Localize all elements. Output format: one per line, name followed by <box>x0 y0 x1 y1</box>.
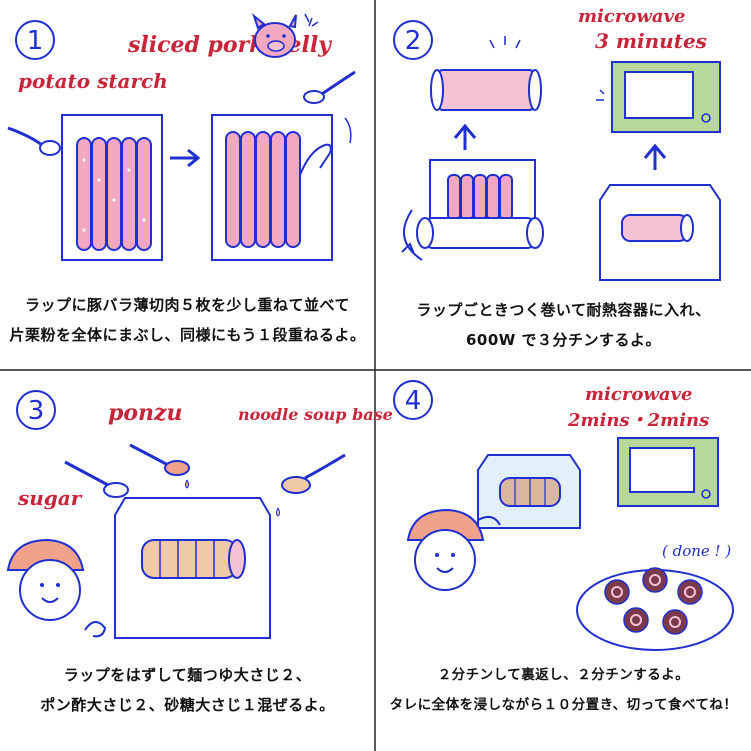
wrapped-roll <box>430 36 542 111</box>
caption-line: ポン酢大さじ２、砂糖大さじ１混ぜるよ。 <box>40 696 335 714</box>
panel-3: 3 ponzu noodle soup base sugar <box>6 390 393 639</box>
container-with-roll <box>599 184 721 281</box>
caption-step-2: ラップごときつく巻いて耐熱容器に入れ、 600W で３分チンするよ。 <box>376 295 751 355</box>
spoon-icon <box>276 453 346 517</box>
chef-character <box>406 508 501 591</box>
caption-step-1: ラップに豚バラ薄切肉５枚を少し重ねて並べて 片栗粉を全体にまぶし、同様にもう１段… <box>0 290 375 350</box>
spoon-icon <box>7 126 61 156</box>
label-done: ( done ! ) <box>662 542 731 560</box>
label-noodle-soup-base: noodle soup base <box>238 405 393 424</box>
container-with-roll <box>114 497 271 639</box>
arrow-up-icon <box>643 143 667 170</box>
step-number: 4 <box>405 386 422 416</box>
container-with-roll <box>477 454 581 529</box>
panel-1: 1 potato starch sliced pork belly <box>7 13 356 261</box>
step-number: 2 <box>405 26 422 56</box>
step-number-circle <box>393 380 433 420</box>
microwave-icon <box>596 61 721 133</box>
caption-step-3: ラップをはずして麺つゆ大さじ２、 ポン酢大さじ２、砂糖大さじ１混ぜるよ。 <box>0 660 375 720</box>
caption-line: 600W で３分チンするよ。 <box>465 331 662 349</box>
step-number-circle <box>393 20 433 60</box>
spoon-icon <box>129 443 190 489</box>
plate-with-rolls <box>576 567 734 651</box>
caption-line: ラップをはずして麺つゆ大さじ２、 <box>63 666 312 684</box>
caption-line: タレに全体を浸しながら１０分置き、切って食べてね！ <box>389 697 738 713</box>
rolling-wrap <box>401 159 544 261</box>
label-sugar: sugar <box>17 486 83 510</box>
caption-line: ラップに豚バラ薄切肉５枚を少し重ねて並べて <box>25 296 350 314</box>
spoon-icon <box>64 460 129 498</box>
spoon-icon <box>303 70 356 144</box>
step-number-circle <box>15 20 55 60</box>
label-microwave: microwave <box>578 6 685 27</box>
wrap-sheet-stacked <box>211 114 333 261</box>
label-time: 2mins・2mins <box>567 410 709 431</box>
wrap-sheet-with-pork <box>61 114 163 261</box>
arrow-up-icon <box>453 123 477 150</box>
label-time: 3 minutes <box>595 29 707 53</box>
label-ponzu: ponzu <box>108 400 183 426</box>
step-number: 3 <box>28 396 45 426</box>
pig-icon <box>251 13 319 58</box>
step-number-circle <box>16 390 56 430</box>
caption-line: ２分チンして裏返し、２分チンするよ。 <box>437 667 690 683</box>
caption-step-4: ２分チンして裏返し、２分チンするよ。 タレに全体を浸しながら１０分置き、切って食… <box>376 660 751 720</box>
label-sliced-pork-belly: sliced pork belly <box>127 32 333 58</box>
panel-4: 4 microwave 2mins・2mins ( done ! ) <box>393 380 734 651</box>
step-number: 1 <box>27 26 44 56</box>
label-microwave: microwave <box>585 384 692 405</box>
caption-line: ラップごときつく巻いて耐熱容器に入れ、 <box>416 301 711 319</box>
arrow-right-icon <box>170 148 201 168</box>
microwave-icon <box>617 437 719 507</box>
chef-character <box>6 538 107 638</box>
label-potato-starch: potato starch <box>18 69 168 93</box>
panel-2: 2 microwave 3 minutes <box>393 6 721 281</box>
caption-line: 片栗粉を全体にまぶし、同様にもう１段重ねるよ。 <box>9 326 366 344</box>
